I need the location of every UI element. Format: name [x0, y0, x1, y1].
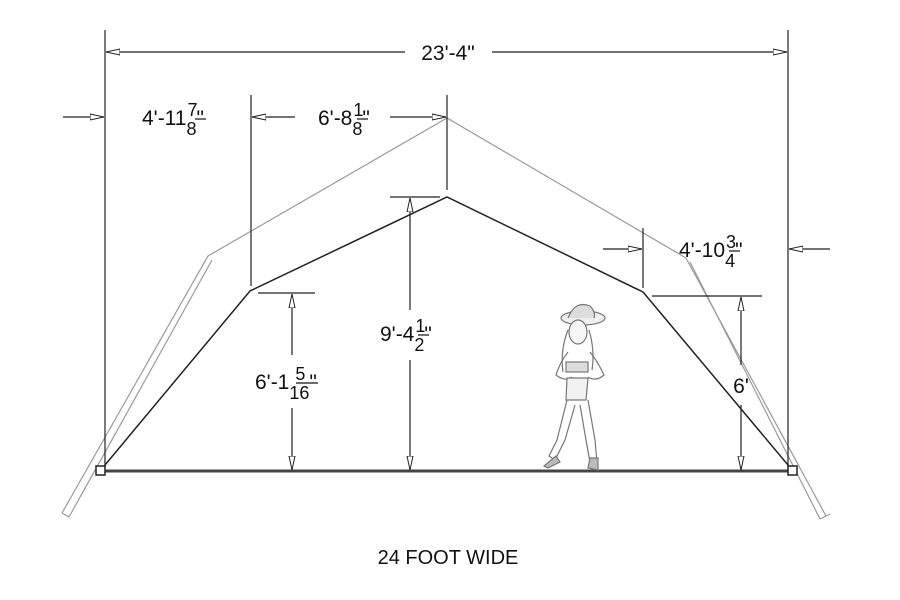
left-base-plate [95, 465, 106, 476]
right-base-plate [787, 465, 798, 476]
overall-width-label: 23'-4" [421, 42, 475, 65]
person-scale-figure [542, 303, 606, 471]
right-sidewall-height-label: 6' [733, 375, 749, 398]
outer-cover-outline [61, 117, 831, 520]
dimension-lines [63, 52, 830, 470]
diagram-caption: 24 FOOT WIDE [378, 547, 519, 569]
frame-truss [99, 196, 794, 472]
extension-lines [104, 30, 789, 468]
